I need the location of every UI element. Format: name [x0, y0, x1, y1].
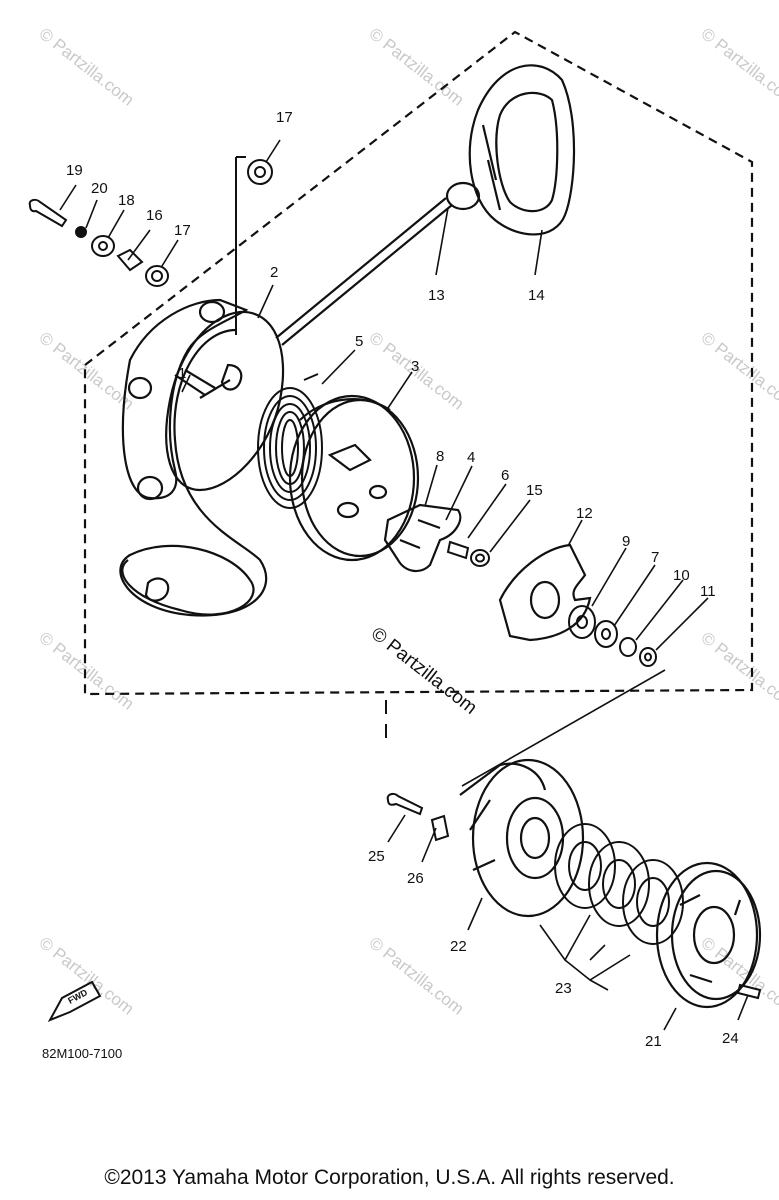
callout-14: 14 [528, 287, 545, 304]
watermark: © Partzilla.com [698, 628, 779, 714]
callout-17a: 17 [174, 222, 191, 239]
watermark: © Partzilla.com [698, 24, 779, 110]
callout-3: 3 [411, 358, 419, 375]
callout-9: 9 [622, 533, 630, 550]
parts-diagram: © Partzilla.com © Partzilla.com © Partzi… [28, 24, 779, 1061]
watermark: © Partzilla.com [366, 24, 468, 110]
callout-21: 21 [645, 1033, 662, 1050]
callout-18: 18 [118, 192, 135, 209]
callout-24: 24 [722, 1030, 739, 1047]
callout-22: 22 [450, 938, 467, 955]
callout-20: 20 [91, 180, 108, 197]
drawing-code: 82M100-7100 [42, 1046, 122, 1061]
callout-19: 19 [66, 162, 83, 179]
copyright-notice: ©2013 Yamaha Motor Corporation, U.S.A. A… [104, 1166, 675, 1189]
fastener-group [28, 159, 273, 287]
watermark: © Partzilla.com [698, 328, 779, 414]
bracket-17-top [235, 156, 246, 335]
callout-11: 11 [700, 583, 716, 600]
callout-15: 15 [526, 482, 543, 499]
callout-13: 13 [428, 287, 445, 304]
callout-5: 5 [355, 333, 363, 350]
recoil-spring [257, 373, 323, 509]
callout-23: 23 [555, 980, 572, 997]
assembly-boundary [83, 30, 754, 696]
callout-6: 6 [501, 467, 509, 484]
spacer-plates [554, 823, 684, 945]
watermark: © Partzilla.com [36, 933, 138, 1019]
sheave-drum [288, 394, 420, 562]
callout-2: 2 [270, 264, 278, 281]
watermark: © Partzilla.com [36, 24, 138, 110]
center-watermark: © Partzilla.com [367, 623, 481, 718]
washers-9-7-10-11 [568, 605, 657, 667]
watermark: © Partzilla.com [36, 328, 138, 414]
callout-1: 1 [178, 365, 186, 382]
drive-pawl [383, 503, 462, 573]
leader-lines [59, 139, 749, 1031]
cover-gasket [165, 310, 285, 492]
callout-16: 16 [146, 207, 163, 224]
friction-plate [498, 543, 592, 642]
drive-pulley [459, 758, 585, 918]
callout-26: 26 [407, 870, 424, 887]
small-parts-6-15 [446, 540, 490, 567]
callout-12: 12 [576, 505, 593, 522]
callouts: 19 20 18 16 17 17 2 13 14 5 3 1 8 4 6 15… [66, 109, 739, 1050]
starter-case [121, 298, 249, 501]
starter-rope [119, 197, 453, 617]
callout-10: 10 [673, 567, 690, 584]
callout-4: 4 [467, 449, 475, 466]
watermark: © Partzilla.com [36, 628, 138, 714]
callout-8: 8 [436, 448, 444, 465]
callout-25: 25 [368, 848, 385, 865]
callout-7: 7 [651, 549, 659, 566]
callout-17b: 17 [276, 109, 293, 126]
starter-handle [445, 64, 576, 236]
outer-cover [655, 861, 762, 1009]
